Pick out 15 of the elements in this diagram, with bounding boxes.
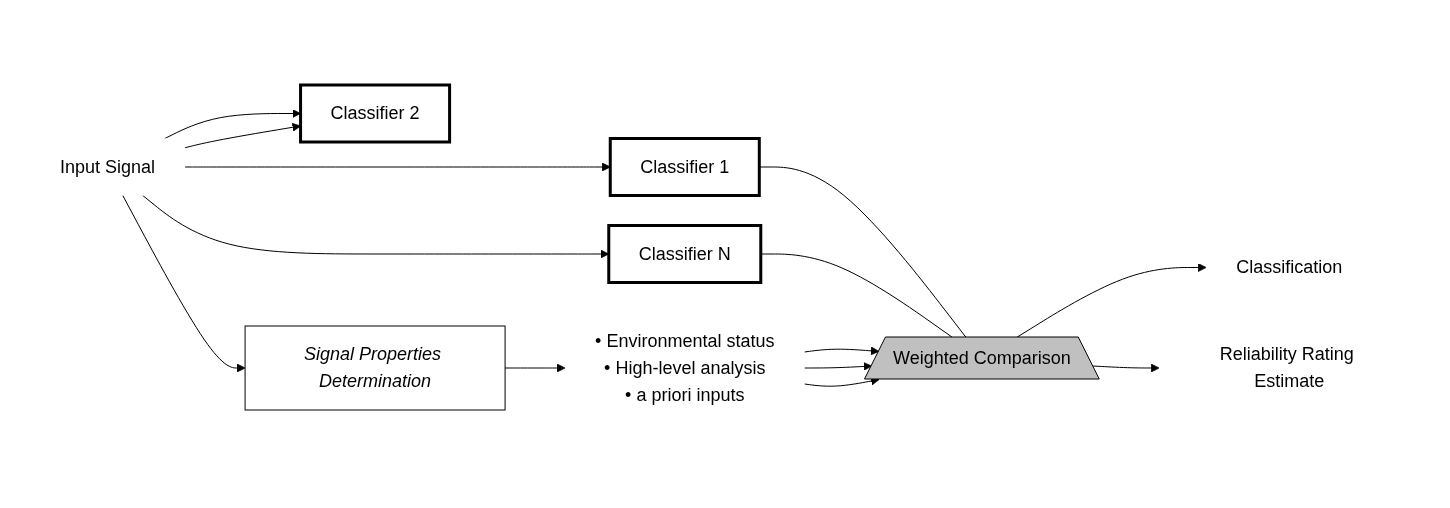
node-text: Input Signal — [60, 156, 156, 177]
node-text: Reliability Rating Estimate — [1220, 343, 1355, 391]
node-text: • Environmental status • High-level analysis • a priori inputs — [595, 330, 775, 405]
node-box: Signal Properties Determination — [244, 325, 506, 411]
node-box: Classifier N — [607, 223, 763, 284]
node-text: Classification — [1236, 256, 1343, 277]
arrow — [504, 363, 566, 373]
node-box: Classifier 2 — [299, 83, 452, 144]
connector — [759, 166, 967, 338]
arrow — [804, 361, 873, 371]
arrow — [142, 194, 610, 259]
node-box: Classifier 1 — [609, 136, 762, 197]
arrow — [1092, 363, 1160, 373]
arrow — [804, 346, 880, 355]
arrow — [122, 194, 246, 373]
